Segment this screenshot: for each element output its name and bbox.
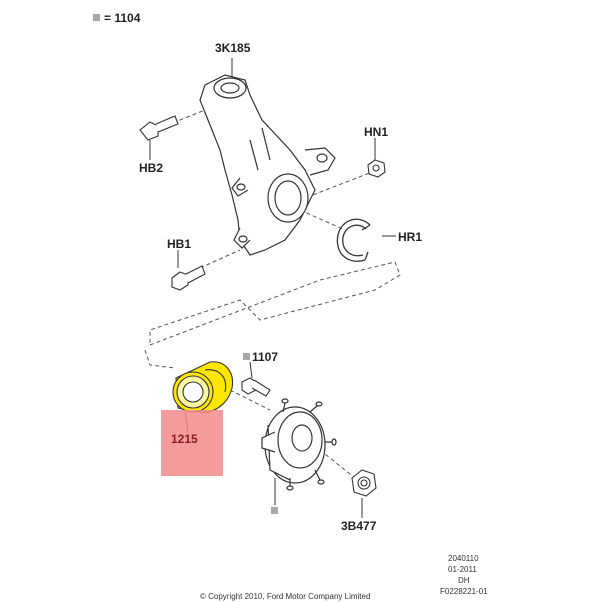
hub-nut-3b477	[351, 469, 377, 497]
label-1107: 1107	[252, 350, 279, 364]
label-3b477: 3B477	[341, 519, 377, 533]
label-hb2: HB2	[139, 161, 164, 175]
wheel-stud-1107	[241, 377, 271, 397]
doc-figure-id: F0228221-01	[440, 587, 488, 596]
doc-number: 2040110	[448, 554, 479, 563]
doc-date: 01-2011	[448, 565, 477, 574]
legend-marker	[93, 14, 100, 21]
label-3k185: 3K185	[215, 41, 251, 55]
copyright-notice: © Copyright 2010, Ford Motor Company Lim…	[200, 592, 371, 601]
marker-hub	[271, 507, 278, 514]
guide-line-1107	[249, 361, 253, 379]
guide-line-hn1-axis	[299, 171, 373, 201]
nut-hn1	[367, 159, 386, 178]
label-hb1: HB1	[167, 237, 192, 251]
marker-1107	[243, 353, 250, 360]
guide-line-hr1-axis	[299, 209, 346, 231]
doc-code: DH	[458, 576, 470, 585]
snap-ring-hr1	[336, 218, 371, 262]
label-hn1: HN1	[364, 125, 389, 139]
assembly-dashed-outline	[149, 261, 401, 346]
guide-line-hub-axis	[229, 389, 356, 479]
bearing-callout-box	[161, 410, 223, 476]
legend-ref-label: = 1104	[104, 11, 141, 25]
bolt-hb1	[171, 265, 206, 291]
wheel-hub	[261, 398, 337, 491]
bolt-hb2	[139, 115, 179, 141]
steering-knuckle	[199, 74, 336, 256]
guide-line-hb1-axis	[199, 249, 241, 269]
label-1215: 1215	[171, 432, 198, 446]
wheel-bearing	[172, 361, 234, 413]
label-hr1: HR1	[398, 230, 423, 244]
assembly-dashed-outline-lower	[144, 349, 176, 369]
